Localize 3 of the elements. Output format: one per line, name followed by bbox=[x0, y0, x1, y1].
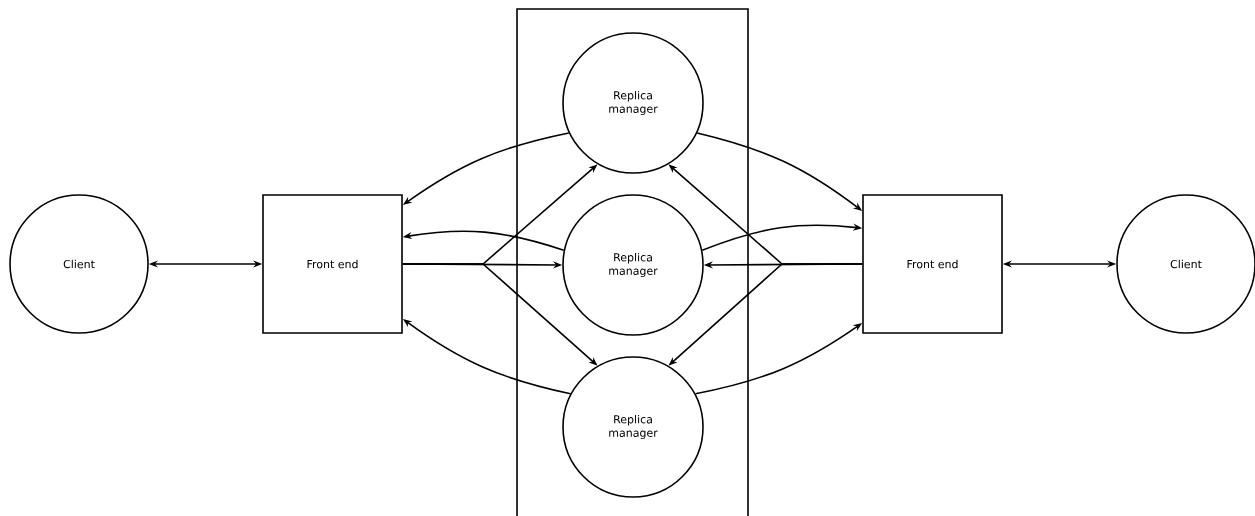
process-box: Front end bbox=[862, 194, 1003, 334]
group-frame bbox=[516, 8, 749, 516]
process-box: Front end bbox=[262, 194, 403, 334]
